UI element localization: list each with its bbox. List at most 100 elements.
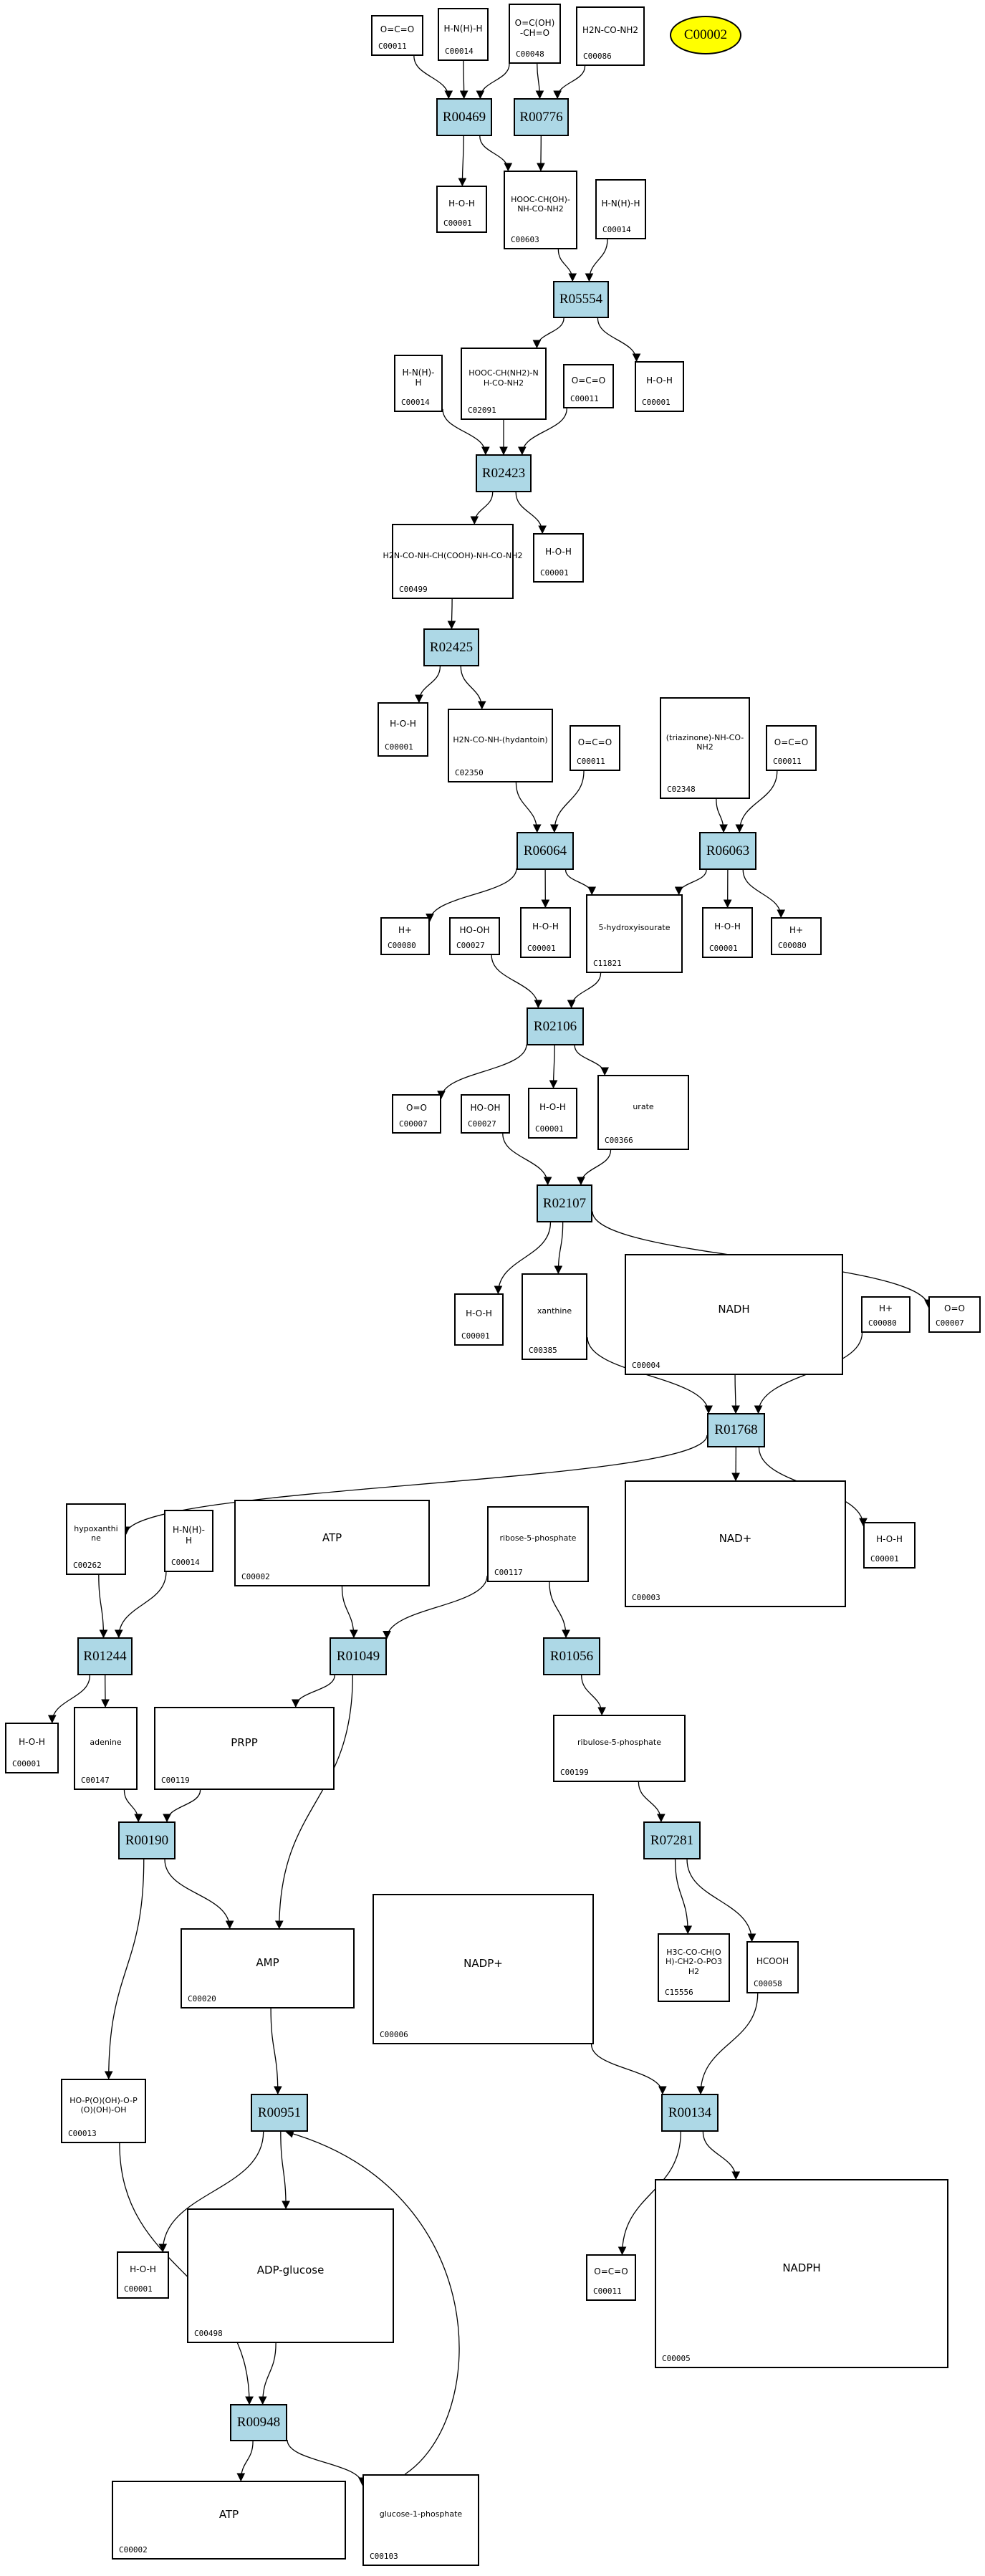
- edge-c30-to-R01768: [587, 1337, 713, 1414]
- structure-image: HO-P(O)(OH)-O-P(O)(OH)-OH: [69, 2095, 138, 2115]
- reaction-node-r02106[interactable]: R02106: [527, 1007, 584, 1045]
- compound-node-c00006[interactable]: NADP+C00006: [373, 1894, 594, 2044]
- edge-R01244-to-c40: [47, 1675, 91, 1724]
- edge-R02425-to-c15: [460, 666, 486, 710]
- compound-node-c00080[interactable]: H+C00080: [771, 917, 822, 955]
- structure-image: HO-OH: [459, 925, 490, 936]
- reaction-node-r05554[interactable]: R05554: [553, 281, 609, 318]
- reaction-node-r00776[interactable]: R00776: [514, 98, 569, 136]
- reaction-node-r00948[interactable]: R00948: [230, 2404, 287, 2441]
- structure-image: H-O-H: [646, 375, 673, 386]
- reaction-node-r01056[interactable]: R01056: [543, 1637, 600, 1675]
- query-compound-node[interactable]: C00002: [670, 16, 741, 54]
- structure-image: H-O-H: [714, 921, 741, 932]
- compound-node-c00080[interactable]: H+C00080: [380, 917, 430, 955]
- compound-id-label: C00147: [81, 1776, 110, 1785]
- compound-id-label: C00014: [445, 47, 474, 56]
- compound-node-c00080[interactable]: H+C00080: [861, 1296, 910, 1333]
- compound-node-c02350[interactable]: H2N-CO-NH-(hydantoin)C02350: [448, 709, 553, 782]
- compound-id-label: C00262: [73, 1561, 102, 1570]
- reaction-node-r00951[interactable]: R00951: [251, 2094, 308, 2132]
- compound-id-label: C00499: [399, 585, 428, 594]
- structure-image: H-N(H)-H: [601, 198, 640, 209]
- edge-c17-to-R06063: [716, 798, 728, 833]
- compound-id-label: C00001: [443, 219, 472, 228]
- reaction-node-r00190[interactable]: R00190: [118, 1821, 176, 1859]
- edge-R02107-to-c29: [494, 1222, 552, 1295]
- reaction-node-r00134[interactable]: R00134: [661, 2094, 719, 2132]
- reaction-node-r02423[interactable]: R02423: [476, 454, 532, 492]
- edge-c8-to-R02423: [442, 408, 490, 456]
- reaction-node-r01244[interactable]: R01244: [77, 1637, 133, 1675]
- reaction-node-r02107[interactable]: R02107: [537, 1184, 592, 1222]
- reaction-node-r01049[interactable]: R01049: [330, 1637, 387, 1675]
- edge-c45-to-R00951: [270, 2008, 282, 2095]
- edge-c50-to-R00948: [258, 2342, 277, 2405]
- edge-R02425-to-c14: [415, 666, 441, 704]
- reaction-node-r02425[interactable]: R02425: [423, 628, 479, 666]
- structure-image: H+: [789, 925, 804, 936]
- reaction-node-r06064[interactable]: R06064: [516, 832, 574, 870]
- reaction-node-r00469[interactable]: R00469: [436, 98, 492, 136]
- reaction-node-r01768[interactable]: R01768: [707, 1413, 765, 1447]
- compound-id-label: C00366: [605, 1136, 633, 1145]
- compound-id-label: C00048: [516, 49, 544, 59]
- compound-id-label: C00001: [870, 1554, 899, 1564]
- reaction-node-r06063[interactable]: R06063: [699, 832, 756, 870]
- reaction-node-r07281[interactable]: R07281: [643, 1821, 701, 1859]
- structure-image: HCOOH: [756, 1956, 789, 1967]
- structure-image: H2N-CO-NH-(hydantoin): [453, 734, 548, 744]
- structure-image: NADP+: [463, 1957, 503, 1970]
- compound-node-c00003[interactable]: NAD+C00003: [625, 1480, 846, 1607]
